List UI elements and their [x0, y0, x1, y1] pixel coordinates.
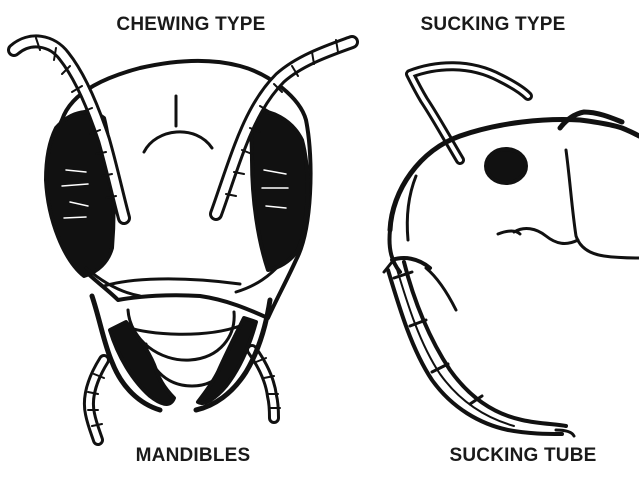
chewing-frons-curve: [144, 132, 212, 152]
sucking-antenna: [410, 66, 528, 160]
chewing-right-eye: [251, 111, 307, 270]
chewing-clypeus: [104, 279, 240, 286]
sucking-head: [384, 66, 639, 436]
chewing-head: [14, 38, 352, 440]
sucking-eye: [486, 149, 526, 183]
